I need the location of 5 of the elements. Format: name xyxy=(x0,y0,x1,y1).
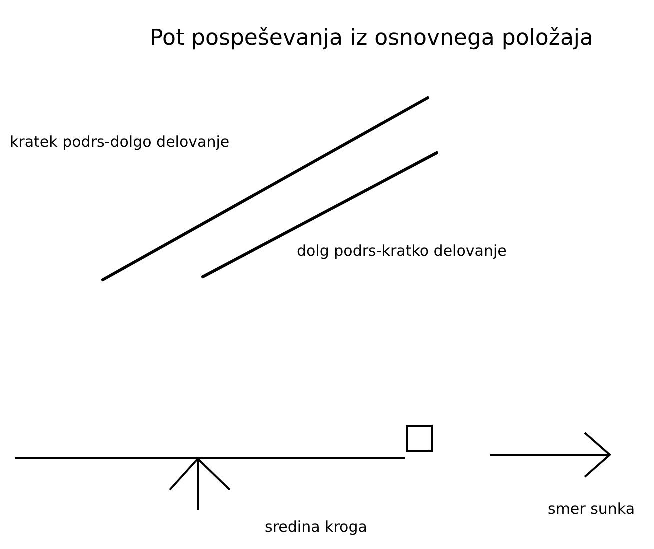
label-text: dolg podrs-kratko delovanje xyxy=(297,241,507,262)
label-text: kratek podrs-dolgo delovanje xyxy=(10,132,230,153)
diagram-title: Pot pospeševanja iz osnovnega položaja xyxy=(150,25,590,53)
label-text: sredina kroga xyxy=(265,517,368,538)
label-text: smer sunka xyxy=(548,499,636,520)
